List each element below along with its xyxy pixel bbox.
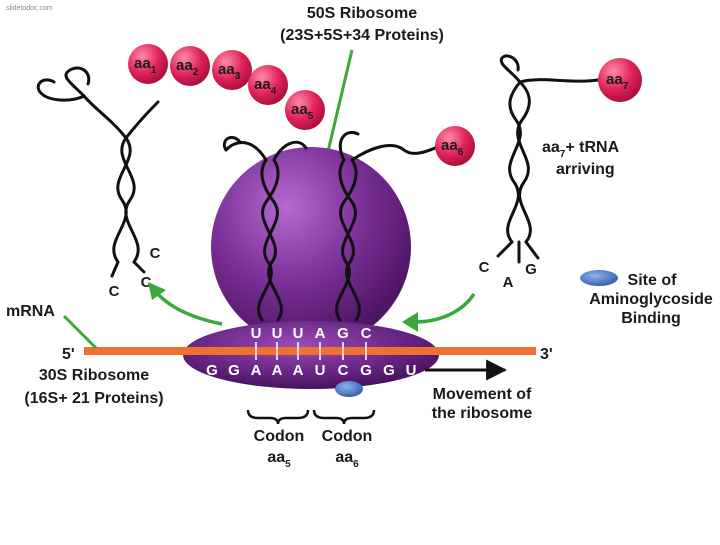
- trna-arriving-letter: G: [525, 261, 537, 278]
- exit-arrow-head: [148, 282, 166, 300]
- codon-aa-1: aa5: [267, 449, 291, 470]
- legend-line1: Site of: [628, 272, 678, 289]
- mrna-base: G: [206, 362, 218, 379]
- mrna-base: A: [272, 362, 283, 379]
- mrna-base: U: [406, 362, 417, 379]
- trna-exiting: [36, 66, 160, 278]
- mrna-strand: [84, 347, 536, 355]
- anticodon-base: C: [361, 325, 372, 342]
- trna-arriving: [496, 54, 600, 264]
- amino-acid-ball: [248, 65, 288, 105]
- trna-exiting-letter: C: [150, 245, 161, 262]
- mrna-label: mRNA: [6, 303, 55, 320]
- mrna-base-row: G G A A A U C G G U: [206, 362, 416, 379]
- mrna-base: A: [251, 362, 262, 379]
- amino-acid-ball-6: [435, 126, 475, 166]
- trna-arriving-letter: A: [503, 274, 514, 291]
- legend-line3: Binding: [621, 310, 681, 327]
- legend-binding-site-icon: [580, 270, 618, 286]
- ribosome-50s-title: 50S Ribosome: [307, 5, 417, 22]
- codon-label-1: Codon: [254, 428, 305, 445]
- amino-acid-label: aa2: [176, 57, 199, 78]
- mrna-base: C: [338, 362, 349, 379]
- amino-acid-ball: [128, 44, 168, 84]
- anticodon-base: U: [293, 325, 304, 342]
- mrna-base: A: [293, 362, 304, 379]
- anticodon-row: U U U A G C: [251, 325, 372, 342]
- ribosome-50s-pointer: [324, 49, 354, 161]
- ribosome-50s-detail: (23S+5S+34 Proteins): [280, 27, 444, 44]
- arrive-arrow-head: [402, 312, 418, 332]
- codon-aa-2: aa6: [335, 449, 359, 470]
- codon-label-2: Codon: [322, 428, 373, 445]
- amino-acid-label: aa3: [218, 61, 241, 82]
- amino-acid-ball: [212, 50, 252, 90]
- codon-brace-1: [246, 409, 310, 425]
- arriving-line2: arriving: [556, 161, 615, 178]
- mrna-5prime: 5': [62, 346, 75, 363]
- ribosome-30s-title: 30S Ribosome: [39, 367, 149, 384]
- amino-acid-label: aa1: [134, 55, 157, 76]
- mrna-base: G: [360, 362, 372, 379]
- movement-line2: the ribosome: [432, 405, 533, 422]
- legend-line2: Aminoglycoside: [589, 291, 713, 308]
- amino-acid-ball-7: [598, 58, 642, 102]
- amino-acid-ball: [170, 46, 210, 86]
- base-pair-lines: [255, 342, 367, 360]
- amino-acid-ball: [285, 90, 325, 130]
- mrna-base: G: [228, 362, 240, 379]
- exit-arrow: [154, 290, 223, 326]
- mrna-pointer: [62, 314, 98, 350]
- trna-arriving-letter: C: [479, 259, 490, 276]
- trna-exiting-letter: C: [109, 283, 120, 300]
- anticodon-base: G: [337, 325, 349, 342]
- arriving-line1: aa7+ tRNA: [542, 139, 620, 160]
- trna-a-site: [335, 131, 442, 322]
- mrna-3prime: 3': [540, 346, 553, 363]
- large-subunit: [211, 147, 411, 347]
- amino-acid-label: aa7: [606, 71, 629, 92]
- movement-line1: Movement of: [433, 386, 532, 403]
- arrive-arrow: [413, 292, 476, 324]
- mrna-base: U: [315, 362, 326, 379]
- anticodon-base: U: [272, 325, 283, 342]
- trna-exiting-letter: C: [141, 274, 152, 291]
- amino-acid-label: aa6: [441, 137, 464, 158]
- amino-acid-label: aa5: [291, 101, 314, 122]
- binding-site-marker: [335, 381, 363, 397]
- mrna-base: G: [383, 362, 395, 379]
- codon-brace-2: [312, 409, 376, 425]
- anticodon-base: A: [315, 325, 326, 342]
- trna-p-site: [223, 136, 308, 322]
- amino-acid-chain: [128, 44, 325, 130]
- ribosome-30s-detail: (16S+ 21 Proteins): [24, 390, 163, 407]
- anticodon-base: U: [251, 325, 262, 342]
- watermark-text: slidetodoc.com: [6, 5, 53, 12]
- amino-acid-label: aa4: [254, 76, 277, 97]
